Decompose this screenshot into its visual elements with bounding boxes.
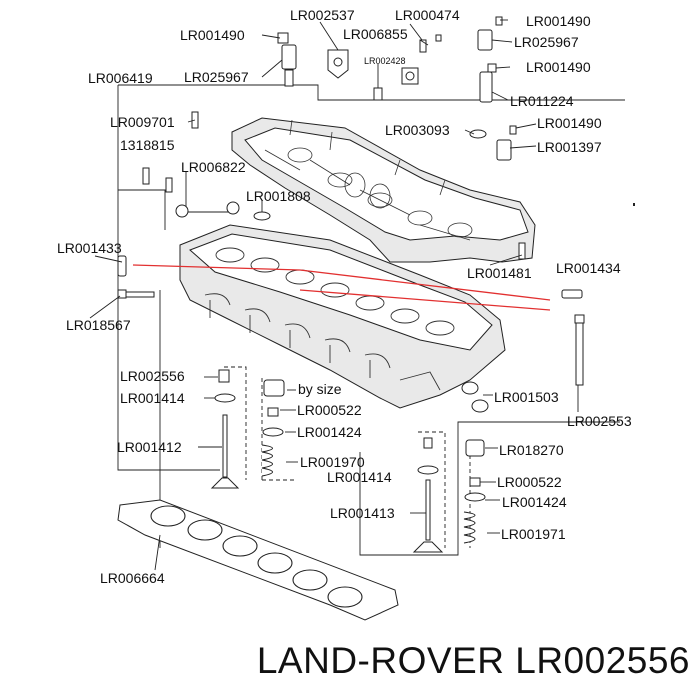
- label-lr001412: LR001412: [117, 439, 182, 455]
- label-lr001414-left: LR001414: [120, 390, 185, 406]
- label-lr001434: LR001434: [556, 260, 621, 276]
- label-lr001490-right-2: LR001490: [526, 59, 591, 75]
- valve-train-left: [210, 369, 285, 489]
- label-lr001490-top-right: LR001490: [526, 13, 591, 29]
- label-lr011224: LR011224: [510, 93, 574, 109]
- cylinder-head: [132, 224, 551, 409]
- label-lr002553: LR002553: [567, 413, 632, 429]
- valve-train-right: [412, 437, 486, 553]
- label-lr025967-right: LR025967: [514, 34, 579, 50]
- label-lr002537: LR002537: [290, 7, 355, 23]
- label-lr001414-right: LR001414: [327, 469, 392, 485]
- label-lr001808: LR001808: [246, 188, 311, 204]
- label-lr018270: LR018270: [499, 442, 564, 458]
- label-lr006664: LR006664: [100, 570, 165, 586]
- leader-lines: [89, 19, 579, 571]
- part-title: LAND-ROVER LR002556: [256, 640, 690, 681]
- head-gasket: [117, 499, 399, 621]
- label-by-size: by size: [298, 381, 342, 397]
- label-lr002428: LR002428: [364, 56, 406, 66]
- label-lr001490-right-3: LR001490: [537, 115, 602, 131]
- label-lr001424-right: LR001424: [502, 494, 567, 510]
- label-lr001490-top-left: LR001490: [180, 27, 245, 43]
- dot-mark: [633, 203, 635, 206]
- label-1318815: 1318815: [120, 137, 175, 153]
- label-lr001503: LR001503: [494, 389, 559, 405]
- part-labels: LR002537 LR000474 LR001490 LR001490 LR00…: [57, 7, 632, 586]
- label-lr002556: LR002556: [120, 368, 185, 384]
- label-lr003093: LR003093: [385, 122, 450, 138]
- label-lr000474: LR000474: [395, 7, 460, 23]
- label-lr001397: LR001397: [537, 139, 602, 155]
- label-lr018567: LR018567: [66, 317, 131, 333]
- label-lr006419: LR006419: [88, 70, 153, 86]
- cam-cover: [231, 117, 536, 263]
- label-lr000522-right: LR000522: [497, 474, 562, 490]
- label-lr001424-left: LR001424: [297, 424, 362, 440]
- label-lr006822: LR006822: [181, 159, 246, 175]
- label-lr001971: LR001971: [501, 526, 566, 542]
- label-lr001481: LR001481: [467, 265, 532, 281]
- label-lr001413: LR001413: [330, 505, 395, 521]
- label-lr000522-left: LR000522: [297, 402, 362, 418]
- label-lr025967-left: LR025967: [184, 69, 249, 85]
- label-lr001970: LR001970: [300, 454, 365, 470]
- label-lr001433: LR001433: [57, 240, 122, 256]
- label-lr006855: LR006855: [343, 26, 408, 42]
- label-lr009701: LR009701: [110, 114, 175, 130]
